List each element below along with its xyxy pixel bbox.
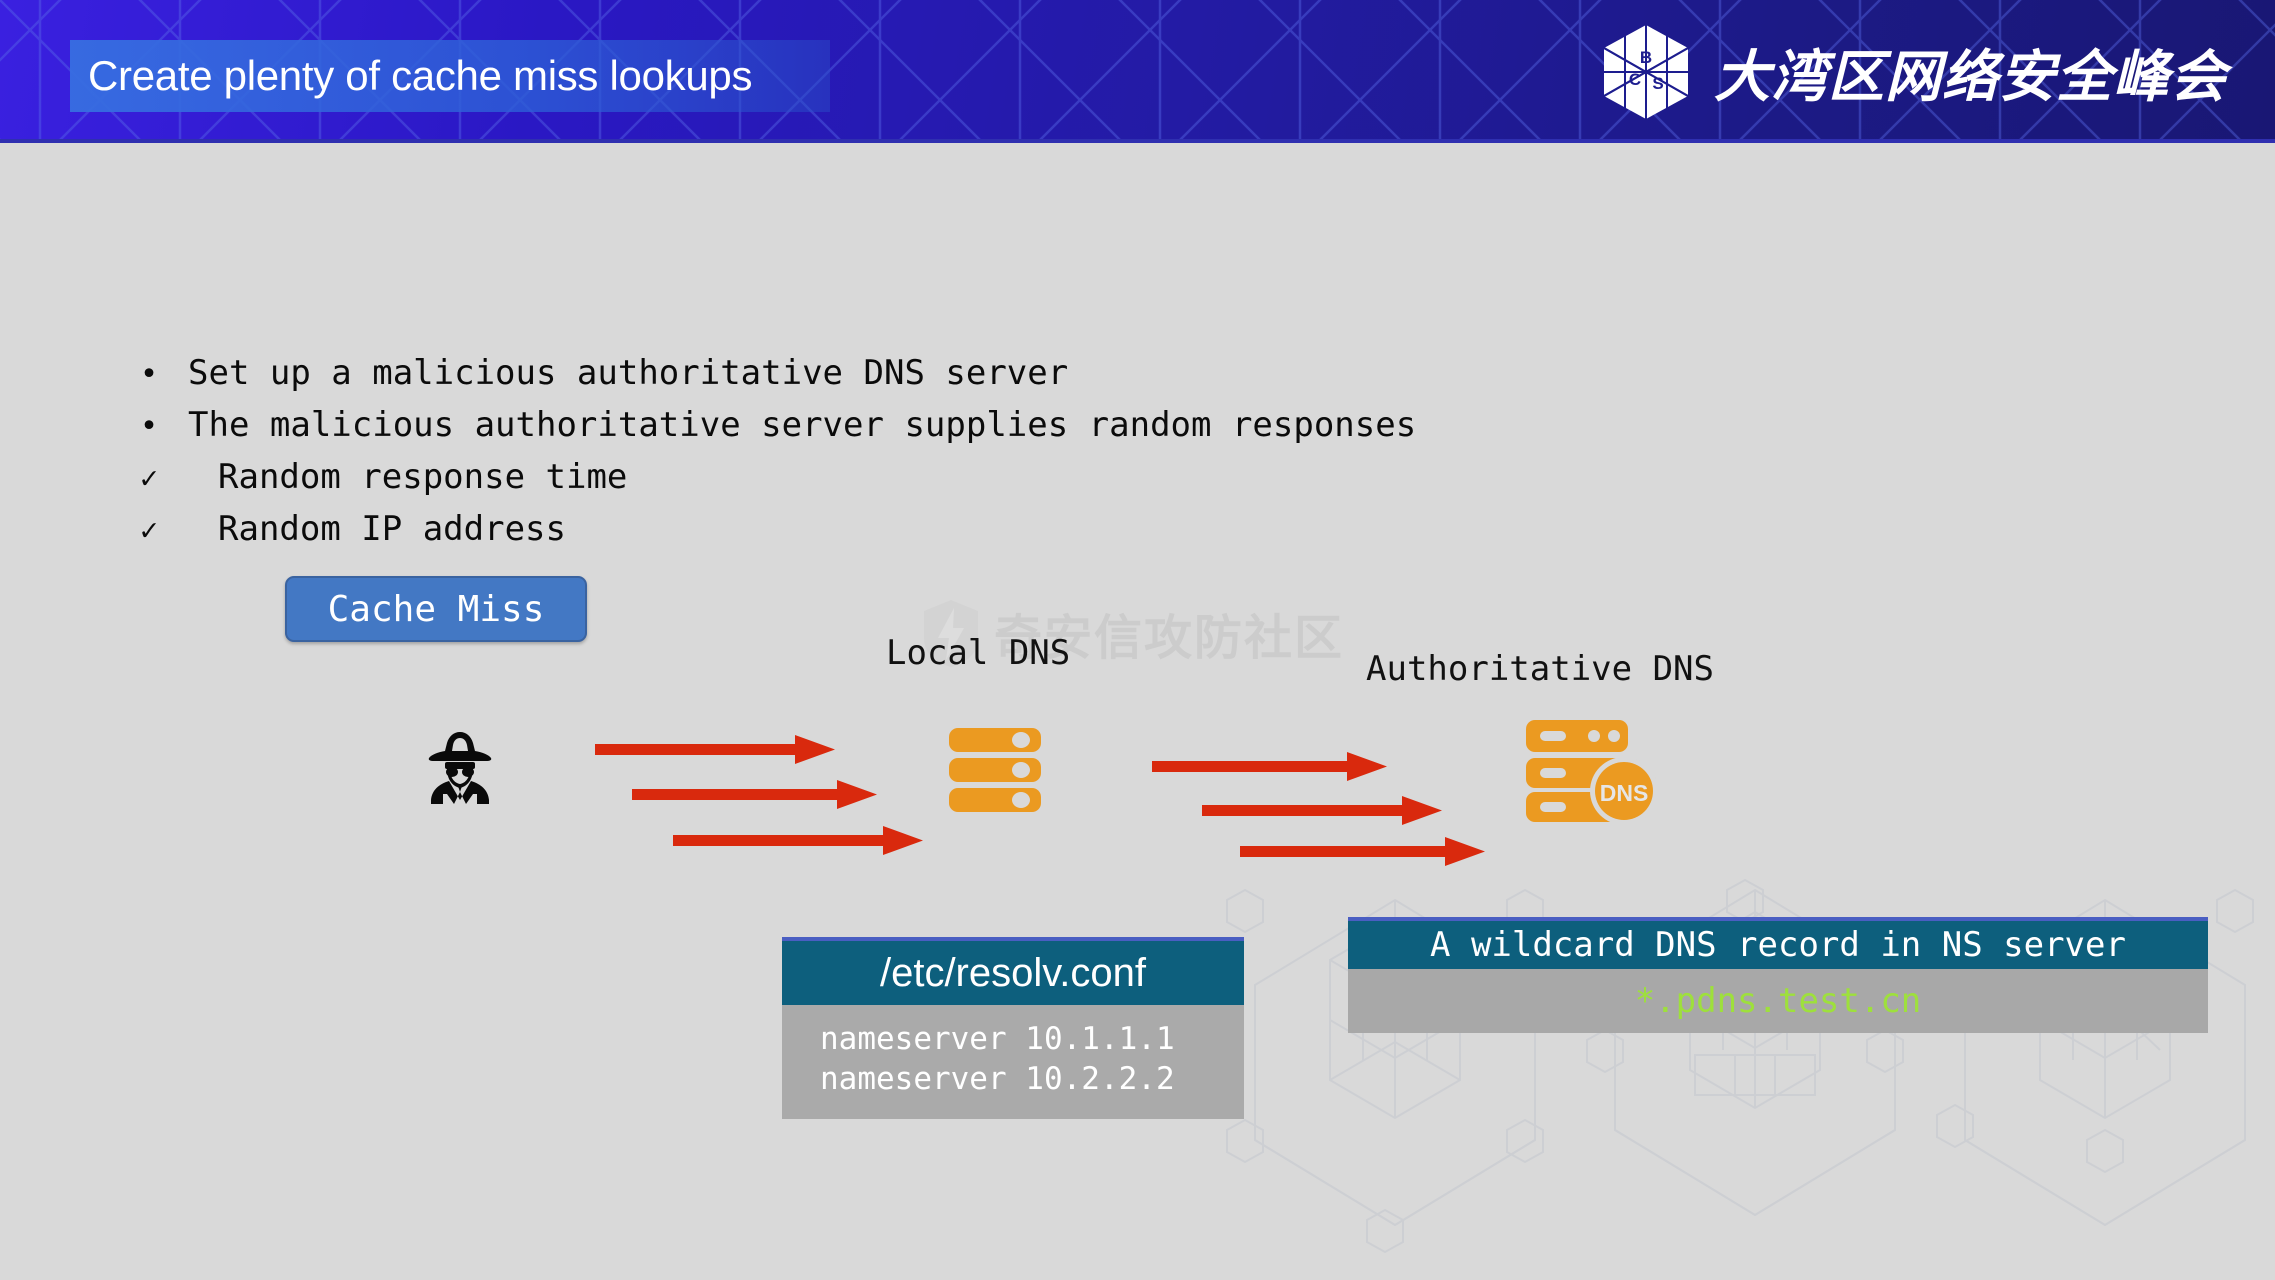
brand-name: 大湾区网络安全峰会	[1714, 44, 2227, 110]
header-underline	[0, 139, 2275, 143]
list-item: ✓ Random IP address	[140, 504, 1416, 556]
list-item: ✓ Random response time	[140, 452, 1416, 504]
bullet-marker: •	[140, 357, 159, 392]
background-cube-decoration	[1226, 878, 2254, 1254]
check-icon: ✓	[140, 513, 159, 548]
wildcard-dns-panel: A wildcard DNS record in NS server *.pdn…	[1348, 917, 2208, 1033]
dns-server-icon: DNS	[1526, 720, 1658, 824]
dns-badge-text: DNS	[1600, 780, 1649, 806]
nameserver-line: nameserver 10.1.1.1	[820, 1021, 1175, 1057]
nameserver-line: nameserver 10.2.2.2	[820, 1061, 1175, 1097]
arrow-left-2	[632, 780, 877, 809]
bullet-text: Random IP address	[218, 509, 566, 549]
logo-letter-s: S	[1652, 74, 1663, 93]
bcs-cube-logo-icon: B C S	[1603, 25, 1689, 119]
wildcard-dns-title: A wildcard DNS record in NS server	[1348, 917, 2208, 969]
wildcard-dns-record: *.pdns.test.cn	[1348, 969, 2208, 1033]
authoritative-dns-label: Authoritative DNS	[1366, 649, 1714, 689]
resolv-conf-body: nameserver 10.1.1.1 nameserver 10.2.2.2	[782, 1005, 1244, 1119]
bullet-text: Random response time	[218, 457, 628, 497]
bullet-marker: •	[140, 409, 159, 444]
arrow-left-3	[673, 826, 923, 855]
slide-header: Create plenty of cache miss lookups B	[0, 0, 2275, 143]
list-item: • The malicious authoritative server sup…	[140, 400, 1416, 452]
arrow-right-1	[1152, 752, 1387, 781]
cache-miss-badge: Cache Miss	[285, 576, 587, 642]
cache-miss-label: Cache Miss	[327, 588, 545, 630]
list-item: • Set up a malicious authoritative DNS s…	[140, 348, 1416, 400]
bullet-text: The malicious authoritative server suppl…	[188, 405, 1417, 445]
bullet-list: • Set up a malicious authoritative DNS s…	[140, 348, 1416, 556]
spy-attacker-icon	[428, 732, 492, 804]
resolv-conf-panel: /etc/resolv.conf nameserver 10.1.1.1 nam…	[782, 937, 1244, 1119]
arrow-right-3	[1240, 837, 1485, 866]
brand-lockup: B C S 大湾区网络安全峰会	[1600, 22, 2227, 122]
bullet-text: Set up a malicious authoritative DNS ser…	[188, 353, 1069, 393]
logo-letter-b: B	[1640, 48, 1652, 67]
page-title: Create plenty of cache miss lookups	[88, 52, 753, 99]
check-icon: ✓	[140, 461, 159, 496]
server-stack-icon	[949, 728, 1041, 812]
arrow-right-2	[1202, 796, 1442, 825]
logo-letter-c: C	[1629, 70, 1641, 89]
resolv-conf-title: /etc/resolv.conf	[782, 937, 1244, 1005]
slide-title-box: Create plenty of cache miss lookups	[70, 40, 830, 112]
arrow-left-1	[595, 735, 835, 764]
local-dns-label: Local DNS	[886, 633, 1071, 673]
